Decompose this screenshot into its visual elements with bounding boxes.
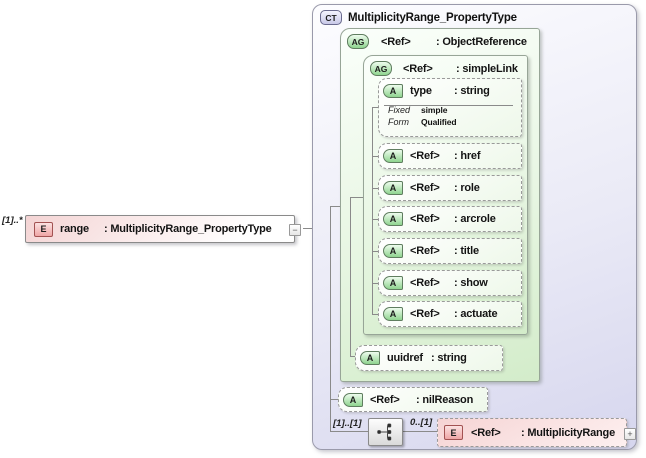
element-node-range[interactable]: E range : MultiplicityRange_PropertyType… <box>25 215 301 243</box>
attribute-icon: A <box>383 244 403 258</box>
attribute-icon: A <box>383 307 403 321</box>
attribute-type: : arcrole <box>454 213 496 225</box>
attribute-icon: A <box>360 351 380 365</box>
attribute-name: <Ref> <box>410 277 440 289</box>
multiplicity-label: 0..[1] <box>410 417 433 428</box>
attribute-actuate-box[interactable]: A <Ref> : actuate <box>378 301 522 327</box>
attributegroup-type: : simpleLink <box>456 62 518 75</box>
facet-label: Form <box>388 116 409 127</box>
attribute-type: : title <box>454 245 479 257</box>
expand-toggle[interactable]: + <box>624 428 636 440</box>
tree-trunk-line <box>330 206 331 432</box>
attribute-name: <Ref> <box>410 182 440 194</box>
element-icon: E <box>444 425 463 440</box>
complextype-header: CT MultiplicityRange_PropertyType <box>320 10 517 25</box>
attribute-icon: A <box>383 181 403 195</box>
attribute-name: <Ref> <box>410 245 440 257</box>
attributegroup-icon: AG <box>347 34 369 49</box>
attribute-type: : show <box>454 277 488 289</box>
attribute-type: : actuate <box>454 308 498 320</box>
connector-line <box>350 356 355 357</box>
attribute-name: <Ref> <box>410 150 440 162</box>
connector-line <box>372 188 378 189</box>
attributegroup-icon: AG <box>370 61 392 76</box>
collapse-toggle[interactable]: − <box>289 224 301 236</box>
multiplicity-label: [1]..* <box>2 215 23 226</box>
element-type: : MultiplicityRange_PropertyType <box>104 223 272 235</box>
connector-line <box>372 156 378 157</box>
attribute-name: <Ref> <box>410 213 440 225</box>
connector-line <box>350 197 363 198</box>
attribute-icon: A <box>383 149 403 163</box>
connector-line <box>330 399 339 400</box>
element-name: <Ref> <box>471 426 501 439</box>
attribute-type: : string <box>454 85 490 97</box>
connector-line <box>372 314 378 315</box>
attributegroup-name: <Ref> <box>381 35 411 48</box>
attribute-type: : role <box>454 182 480 194</box>
attributegroup-header: AG <Ref> : ObjectReference <box>347 34 527 49</box>
element-icon: E <box>34 221 53 237</box>
element-type: : MultiplicityRange <box>521 426 615 439</box>
connector-line <box>372 219 378 220</box>
attribute-title-box[interactable]: A <Ref> : title <box>378 238 522 264</box>
tree-trunk-line <box>372 107 373 314</box>
attribute-href-box[interactable]: A <Ref> : href <box>378 143 522 169</box>
facet-row: Form Qualified <box>379 116 521 127</box>
attribute-name: uuidref <box>387 352 423 364</box>
attributegroup-name: <Ref> <box>403 62 433 75</box>
multiplicity-label: [1]..[1] <box>333 418 362 429</box>
connector-line <box>372 251 378 252</box>
attribute-name: <Ref> <box>370 393 400 406</box>
attribute-type: : href <box>454 150 481 162</box>
connector-line <box>372 283 378 284</box>
attribute-arcrole-box[interactable]: A <Ref> : arcrole <box>378 206 522 232</box>
sequence-icon <box>376 423 391 441</box>
tree-trunk-line <box>350 197 351 357</box>
element-name: range <box>60 223 89 235</box>
attribute-icon: A <box>343 392 363 407</box>
attribute-icon: A <box>383 84 403 98</box>
sequence-compositor-box[interactable] <box>368 418 403 446</box>
connector-line <box>330 206 340 207</box>
facet-value: Qualified <box>421 116 457 127</box>
facet-row: Fixed simple <box>379 104 521 115</box>
attribute-icon: A <box>383 276 403 290</box>
attributegroup-type: : ObjectReference <box>436 35 527 48</box>
attribute-type-box[interactable]: A type : string Fixed simple Form Qualif… <box>378 78 522 137</box>
attribute-name: type <box>410 85 432 97</box>
complextype-title: MultiplicityRange_PropertyType <box>348 11 517 24</box>
attribute-name: <Ref> <box>410 308 440 320</box>
attribute-show-box[interactable]: A <Ref> : show <box>378 270 522 296</box>
connector-line <box>403 431 437 432</box>
attribute-row: A type : string <box>379 79 521 103</box>
attributegroup-header: AG <Ref> : simpleLink <box>370 61 518 76</box>
attribute-role-box[interactable]: A <Ref> : role <box>378 175 522 201</box>
facet-label: Fixed <box>388 104 411 115</box>
connector-line <box>372 107 378 108</box>
facet-value: simple <box>421 104 448 115</box>
attribute-nilreason-box[interactable]: A <Ref> : nilReason <box>338 387 488 412</box>
element-node-multiplicityrange[interactable]: E <Ref> : MultiplicityRange + <box>437 418 636 447</box>
connector-line <box>330 431 368 432</box>
complextype-icon: CT <box>320 10 342 25</box>
attribute-type: : string <box>431 352 467 364</box>
attribute-icon: A <box>383 212 403 226</box>
facet-separator <box>384 105 513 106</box>
attribute-type: : nilReason <box>416 393 474 406</box>
